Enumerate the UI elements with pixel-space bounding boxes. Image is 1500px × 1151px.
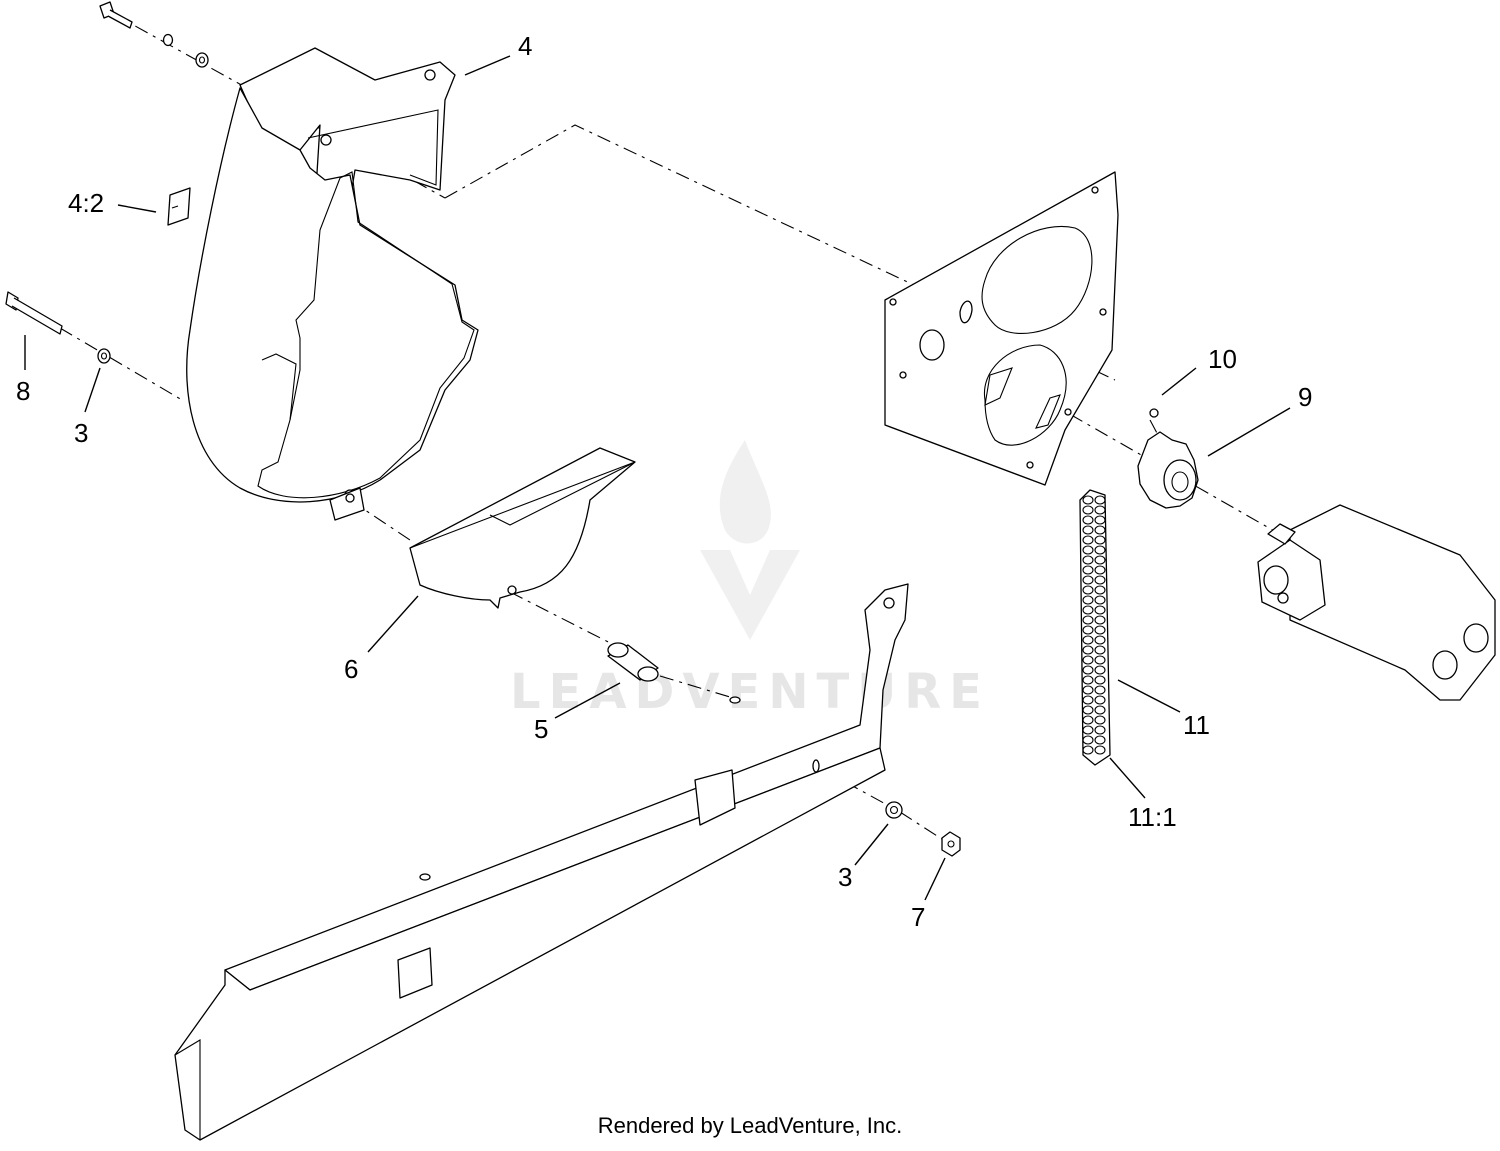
chain-link xyxy=(1082,695,1094,705)
watermark-text: LEADVENTURE xyxy=(510,664,990,720)
chain-link xyxy=(1094,595,1106,605)
chain-link xyxy=(1082,585,1094,595)
set-screw-part-10 xyxy=(1149,408,1159,418)
callout-3-lower: 3 xyxy=(838,862,852,892)
callout-8: 8 xyxy=(16,376,30,406)
chain-link xyxy=(1082,615,1094,625)
chain-link xyxy=(1094,615,1106,625)
chain-link xyxy=(1082,525,1094,535)
callout-9: 9 xyxy=(1298,382,1312,412)
chain-link xyxy=(1094,565,1106,575)
callout-labels: 4 4:2 8 3 6 5 10 9 11 11:1 3 7 xyxy=(16,31,1312,932)
mounting-plate xyxy=(884,171,1119,486)
chain-link xyxy=(1094,645,1106,655)
chain-link xyxy=(1082,505,1094,515)
leader-lines xyxy=(24,55,1291,901)
chain-link xyxy=(1094,625,1106,635)
footer-credit: Rendered by LeadVenture, Inc. xyxy=(598,1113,903,1138)
top-bolt-set xyxy=(99,1,209,68)
callout-10: 10 xyxy=(1208,344,1237,374)
sprocket-part-9 xyxy=(1137,431,1199,509)
chain-link xyxy=(1082,655,1094,665)
chain-link xyxy=(1094,675,1106,685)
callout-11: 11 xyxy=(1183,710,1210,740)
chain-link xyxy=(1082,575,1094,585)
chain-link xyxy=(1094,685,1106,695)
chain-link xyxy=(1082,735,1094,745)
callout-4: 4 xyxy=(518,31,532,61)
spacer-part-5 xyxy=(607,642,659,682)
chain-link xyxy=(1094,575,1106,585)
chain-link xyxy=(1082,725,1094,735)
chain-link xyxy=(1082,635,1094,645)
chain-link xyxy=(1094,605,1106,615)
chain-link xyxy=(1094,555,1106,565)
chain-link xyxy=(1094,585,1106,595)
lower-shield-part-6 xyxy=(409,447,636,609)
chain-link xyxy=(1094,535,1106,545)
chain-link xyxy=(1082,545,1094,555)
chain-link xyxy=(1082,515,1094,525)
chain-link xyxy=(1082,595,1094,605)
chain-link xyxy=(1082,555,1094,565)
side-bracket xyxy=(174,583,909,1141)
chain-link xyxy=(1094,725,1106,735)
chain-link xyxy=(1082,535,1094,545)
chain-link xyxy=(1094,735,1106,745)
chain-link xyxy=(1082,645,1094,655)
chain-link xyxy=(1094,635,1106,645)
chain-link xyxy=(1094,655,1106,665)
callout-3-upper: 3 xyxy=(74,418,88,448)
chain-link xyxy=(1094,695,1106,705)
chain-link xyxy=(1082,625,1094,635)
washer-and-nut xyxy=(885,801,961,857)
chain-link xyxy=(1082,665,1094,675)
chain-link xyxy=(1082,565,1094,575)
callout-7: 7 xyxy=(911,902,925,932)
chain-link xyxy=(1094,715,1106,725)
callout-4-2: 4:2 xyxy=(68,188,104,218)
chain-link xyxy=(1082,685,1094,695)
chain-link xyxy=(1094,665,1106,675)
chain-link xyxy=(1094,745,1106,755)
callout-5: 5 xyxy=(534,714,548,744)
motor xyxy=(1257,504,1496,701)
chain-link xyxy=(1082,745,1094,755)
chain-link xyxy=(1094,705,1106,715)
chain-part-11 xyxy=(1079,489,1111,766)
chain-link xyxy=(1082,495,1094,505)
chain-link xyxy=(1094,515,1106,525)
belt-cover-part-4 xyxy=(186,47,479,521)
callout-6: 6 xyxy=(344,654,358,684)
chain-link xyxy=(1094,505,1106,515)
chain-link xyxy=(1094,495,1106,505)
chain-link xyxy=(1082,715,1094,725)
chain-link xyxy=(1082,675,1094,685)
chain-link xyxy=(1082,705,1094,715)
chain-link xyxy=(1094,525,1106,535)
callout-11-1: 11:1 xyxy=(1128,802,1177,832)
bolt-part-8 xyxy=(5,291,111,364)
watermark-logo xyxy=(700,440,800,640)
chain-link xyxy=(1082,605,1094,615)
decal-part-4-2 xyxy=(167,187,191,226)
chain-link xyxy=(1094,545,1106,555)
